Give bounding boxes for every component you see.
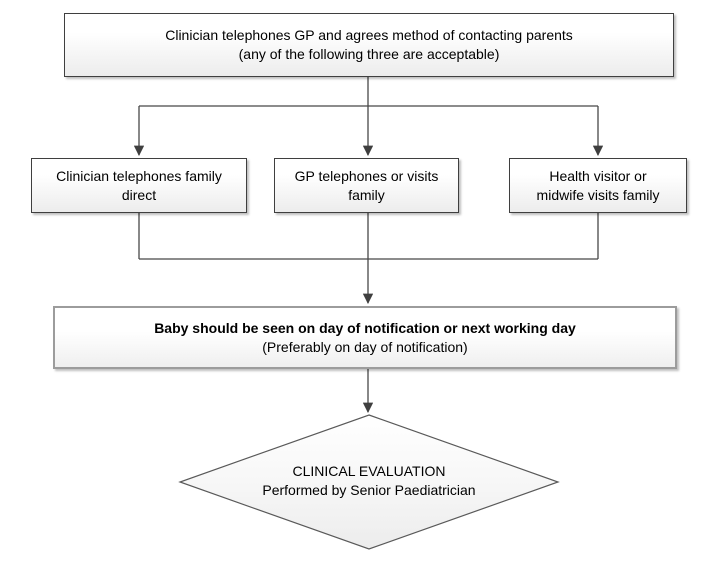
node-text-line: family — [348, 186, 385, 203]
node-text-line: Health visitor or — [549, 167, 647, 184]
node-text-line: Clinician telephones GP and agrees metho… — [165, 27, 573, 43]
node-clinical-evaluation-label: CLINICAL EVALUATION Performed by Senior … — [209, 462, 529, 500]
node-clinician-telephones-family: Clinician telephones family direct — [31, 158, 247, 213]
node-gp-telephones-or-visits: GP telephones or visits family — [274, 158, 459, 213]
clinical-evaluation-diamond-shape — [178, 414, 560, 550]
node-text-line: Performed by Senior Paediatrician — [262, 482, 476, 498]
node-text-line: CLINICAL EVALUATION — [292, 463, 446, 479]
node-text-line: direct — [121, 186, 157, 203]
node-text-line: (any of the following three are acceptab… — [238, 46, 500, 62]
node-text-line: GP telephones or visits — [294, 167, 439, 184]
node-text-line: midwife visits family — [536, 186, 660, 203]
node-contact-method: Clinician telephones GP and agrees metho… — [64, 13, 674, 77]
node-health-visitor-midwife: Health visitor or midwife visits family — [509, 158, 687, 213]
node-text-line: (Preferably on day of notification) — [262, 338, 468, 355]
node-baby-seen: Baby should be seen on day of notificati… — [53, 306, 677, 369]
node-text-line: Baby should be seen on day of notificati… — [154, 319, 576, 336]
node-text-line: Clinician telephones family — [56, 167, 222, 184]
